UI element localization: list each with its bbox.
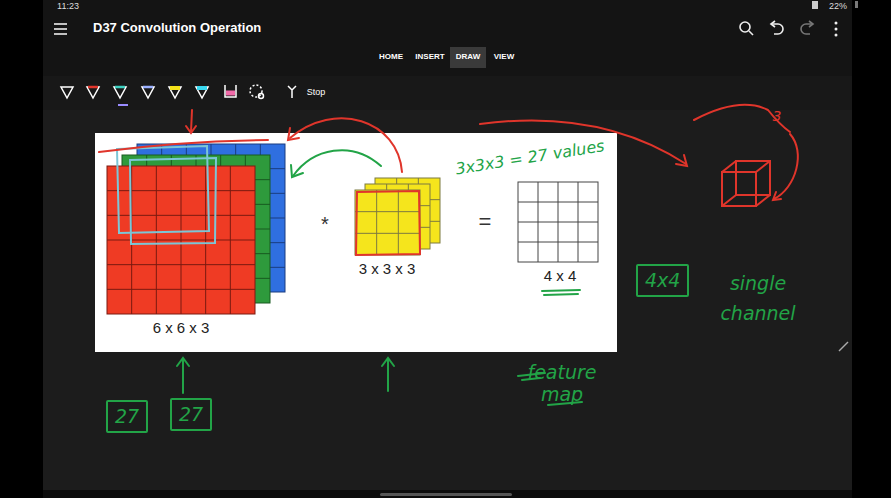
menu-tab: VIEW: [494, 52, 514, 61]
boxed-text: 27: [115, 405, 139, 427]
status-time: 11:23: [57, 1, 79, 11]
menu-tab: HOME: [379, 52, 403, 61]
menu-tab: INSERT: [415, 52, 444, 61]
handwritten-note: 3: [773, 108, 782, 124]
tool-button: Stop: [307, 87, 326, 97]
boxed-note: 27: [106, 400, 148, 433]
document-title: D37 Convolution Operation: [93, 21, 261, 36]
dimension-label: 6 x 6 x 3: [153, 319, 210, 336]
boxed-text: 27: [179, 403, 203, 425]
battery-level: 22%: [829, 1, 847, 11]
handwritten-note: feature map: [520, 361, 604, 405]
menu-tab: DRAW: [456, 52, 480, 61]
boxed-note: 4x4: [636, 264, 689, 297]
dimension-label: 3 x 3 x 3: [359, 260, 416, 277]
dimension-label: 4 x 4: [544, 267, 577, 284]
boxed-note: 27: [170, 398, 212, 431]
operator-symbol: *: [321, 213, 329, 236]
handwritten-note: single channel: [716, 268, 800, 328]
operator-symbol: =: [479, 209, 492, 234]
boxed-text: 4x4: [645, 269, 680, 291]
